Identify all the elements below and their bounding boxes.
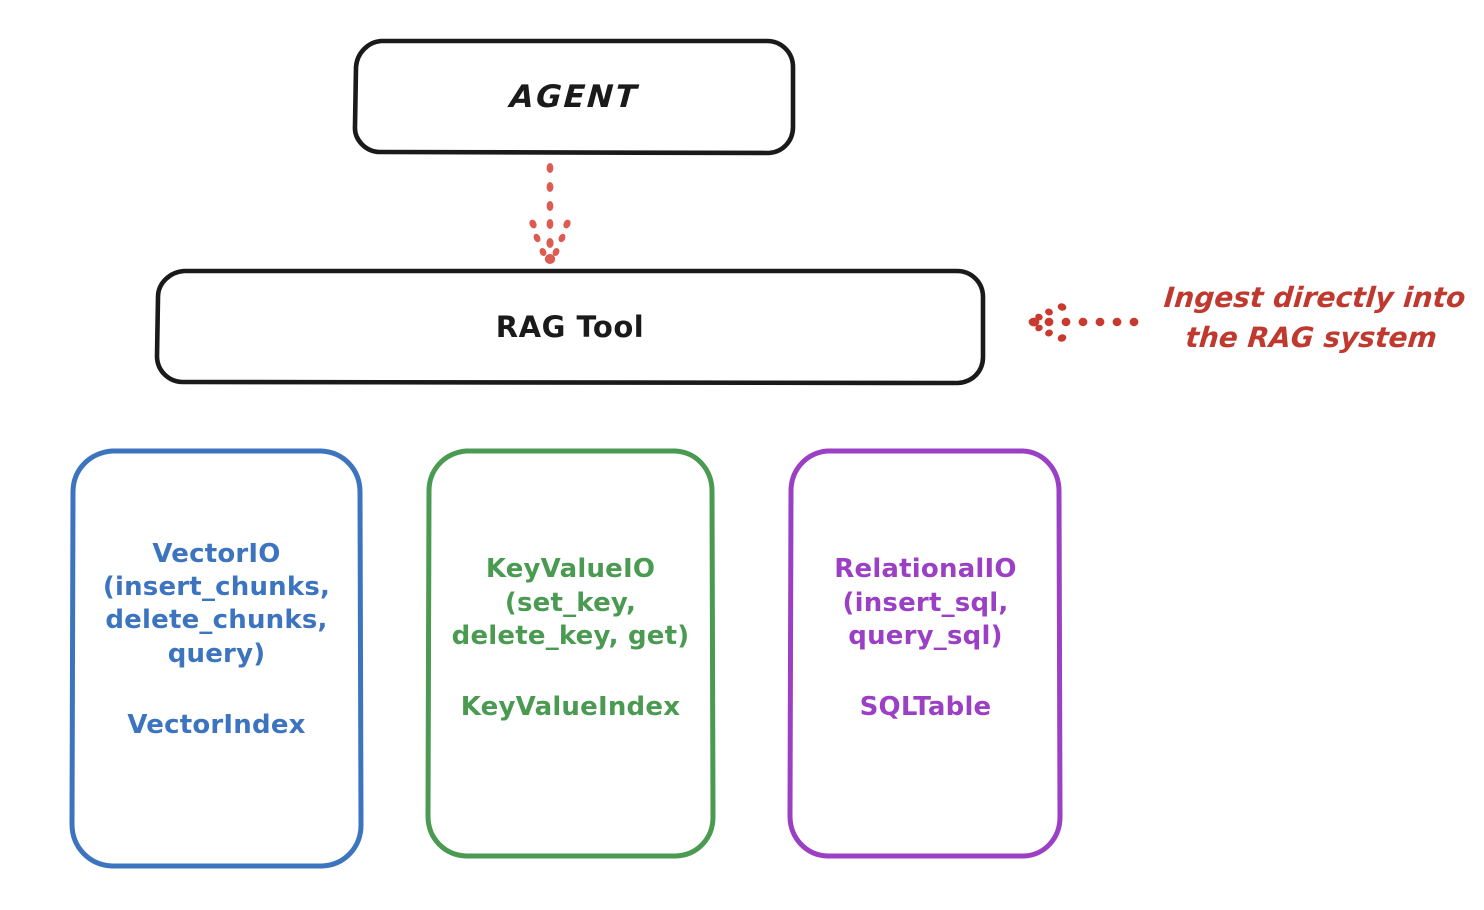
node-key-value-io-body: KeyValueIO (set_key, delete_key, get) Ke… xyxy=(442,553,700,724)
vector-io-box-outline xyxy=(69,448,364,869)
node-vector-io-signature: VectorIO (insert_chunks, delete_chunks, … xyxy=(102,538,331,669)
node-agent-label: AGENT xyxy=(508,78,640,115)
node-relational-io-signature: RelationalIO (insert_sql, query_sql) xyxy=(834,554,1017,651)
annotation-ingest-directly: Ingest directly into the RAG system xyxy=(1162,281,1467,354)
node-rag-tool[interactable]: RAG Tool xyxy=(157,270,983,383)
node-key-value-io[interactable]: KeyValueIO (set_key, delete_key, get) Ke… xyxy=(428,450,713,856)
node-key-value-io-index: KeyValueIndex xyxy=(460,692,681,723)
connector-agent-to-rag-tool xyxy=(529,163,571,264)
node-rag-tool-label: RAG Tool xyxy=(495,309,645,344)
node-vector-io-body: VectorIO (insert_chunks, delete_chunks, … xyxy=(93,538,340,742)
relational-io-box-outline xyxy=(787,448,1063,859)
node-vector-io[interactable]: VectorIO (insert_chunks, delete_chunks, … xyxy=(72,450,361,866)
node-key-value-io-signature: KeyValueIO (set_key, delete_key, get) xyxy=(451,554,690,651)
node-relational-io-index: SQLTable xyxy=(859,692,992,723)
node-relational-io-body: RelationalIO (insert_sql, query_sql) SQL… xyxy=(824,553,1026,724)
node-vector-io-index: VectorIndex xyxy=(127,709,306,740)
rag-tool-box-outline xyxy=(154,268,986,386)
agent-box-outline xyxy=(352,38,796,156)
node-agent[interactable]: AGENT xyxy=(355,40,793,153)
connector-ingest-to-rag-tool xyxy=(1028,303,1139,342)
key-value-io-box-outline xyxy=(425,448,716,859)
node-relational-io[interactable]: RelationalIO (insert_sql, query_sql) SQL… xyxy=(790,450,1061,856)
